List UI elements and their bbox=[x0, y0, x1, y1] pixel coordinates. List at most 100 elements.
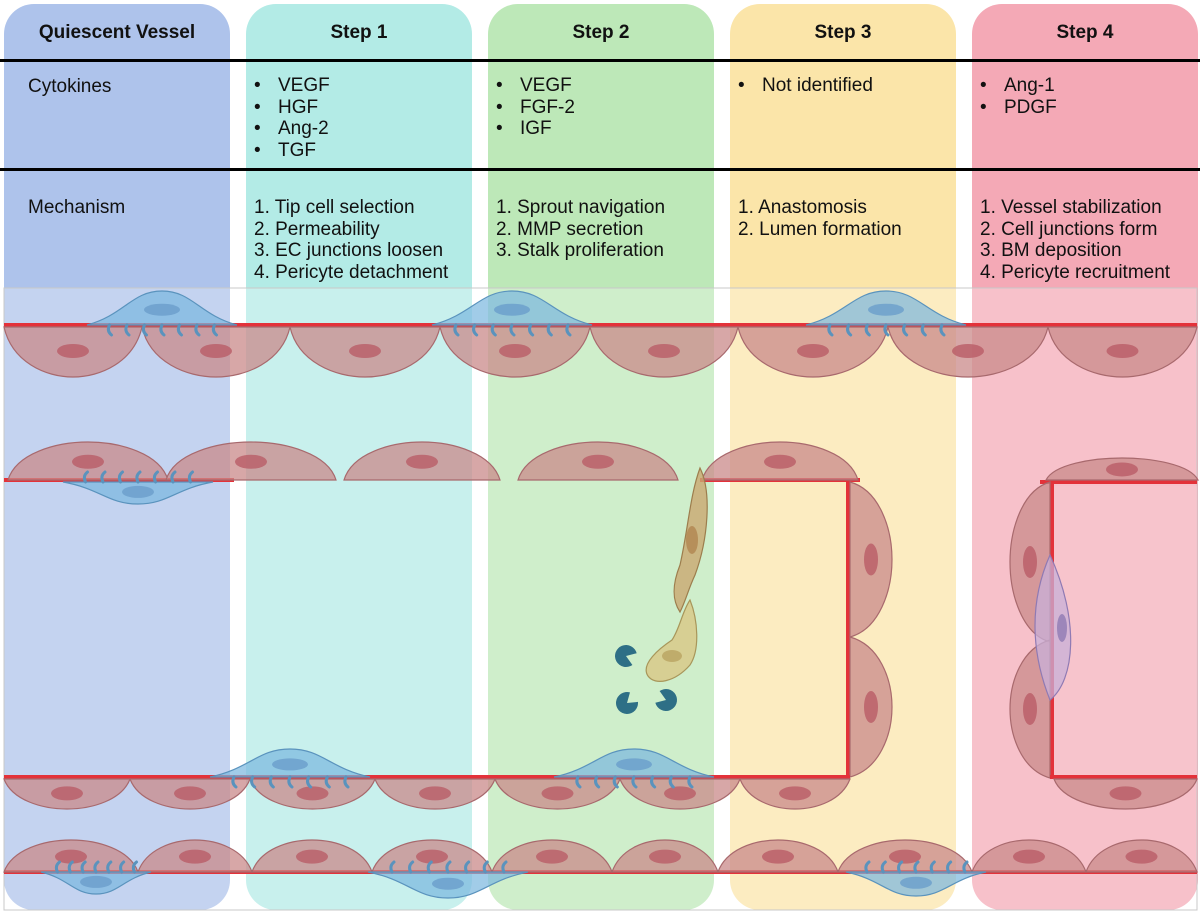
pericyte-process bbox=[897, 860, 904, 874]
header-quiescent-vessel: Quiescent Vessel bbox=[38, 22, 196, 43]
pericyte-process bbox=[453, 323, 460, 337]
pericyte-process bbox=[119, 860, 126, 874]
cytokine-item: VEGF bbox=[252, 75, 330, 97]
pericyte-process bbox=[211, 323, 218, 337]
mechanism-step-2: 1. Sprout navigation 2. MMP secretion 3.… bbox=[496, 197, 665, 262]
pericyte-process bbox=[687, 775, 694, 789]
pericyte-process bbox=[668, 775, 675, 789]
pericyte-process bbox=[631, 775, 638, 789]
cell-nucleus bbox=[864, 543, 878, 576]
pericyte-nucleus bbox=[144, 303, 180, 316]
pericyte-process bbox=[445, 860, 452, 874]
pericyte-process bbox=[946, 860, 953, 874]
pericyte-process bbox=[490, 323, 497, 337]
pericyte-process bbox=[159, 323, 166, 337]
mechanism-item: 2. Permeability bbox=[254, 218, 380, 240]
pericyte-process bbox=[594, 775, 601, 789]
cell-nucleus bbox=[662, 650, 682, 662]
cytokine-item: FGF-2 bbox=[494, 97, 575, 119]
pericyte-process bbox=[176, 323, 183, 337]
cell-nucleus bbox=[72, 454, 104, 469]
pericyte-process bbox=[962, 860, 969, 874]
pericyte-process bbox=[883, 323, 890, 337]
pericyte-process bbox=[343, 775, 350, 789]
pericyte-process bbox=[141, 323, 148, 337]
pericyte-process bbox=[100, 470, 107, 484]
mmp bbox=[655, 689, 677, 711]
pericyte-process bbox=[268, 775, 275, 789]
mechanism-item: 2. MMP secretion bbox=[496, 218, 644, 240]
pericyte-process bbox=[880, 860, 887, 874]
header-step-4: Step 4 bbox=[1056, 22, 1114, 43]
cell-nucleus bbox=[764, 454, 796, 469]
pericyte-process bbox=[82, 470, 89, 484]
cytokine-item: Not identified bbox=[736, 75, 873, 97]
pericyte-nucleus bbox=[494, 303, 530, 316]
mechanism-item: 3. BM deposition bbox=[980, 240, 1122, 261]
cytokines-divider bbox=[0, 168, 1200, 171]
pericyte-process bbox=[650, 775, 657, 789]
cell-nucleus bbox=[406, 454, 438, 469]
pericyte-process bbox=[501, 860, 508, 874]
pericyte-nucleus bbox=[80, 875, 112, 888]
pericyte-nucleus bbox=[122, 485, 154, 498]
cell-nucleus bbox=[416, 849, 448, 864]
cytokine-item: HGF bbox=[252, 97, 330, 119]
cell-nucleus bbox=[889, 849, 921, 864]
vessel-wall-bottom-upper bbox=[4, 775, 850, 779]
cell-nucleus bbox=[57, 344, 89, 358]
pericyte-process bbox=[864, 323, 871, 337]
pericyte-process bbox=[864, 860, 871, 874]
pericyte-nucleus bbox=[868, 303, 904, 316]
pericyte-process bbox=[250, 775, 257, 789]
pericyte-process bbox=[546, 323, 553, 337]
pericyte-process bbox=[124, 323, 131, 337]
mechanism-item: 1. Anastomosis bbox=[738, 197, 867, 218]
mmp bbox=[615, 645, 637, 667]
cell-nucleus bbox=[582, 454, 614, 469]
pericyte-process bbox=[170, 470, 177, 484]
row-label-cytokines: Cytokines bbox=[28, 76, 112, 97]
cytokines-step-1: VEGF HGF Ang-2 TGF bbox=[252, 75, 330, 161]
cytokine-item: PDGF bbox=[978, 97, 1057, 119]
vessel-wall-lower bbox=[1040, 480, 1197, 484]
cell-nucleus bbox=[51, 786, 83, 801]
cell-nucleus bbox=[686, 526, 698, 554]
cytokines-step-2: VEGF FGF-2 IGF bbox=[494, 75, 575, 140]
cell-nucleus bbox=[174, 786, 206, 801]
mechanism-step-4: 1. Vessel stabilization 2. Cell junction… bbox=[980, 197, 1170, 283]
pericyte-process bbox=[231, 775, 238, 789]
cell-nucleus bbox=[952, 344, 984, 358]
pericyte-process bbox=[846, 323, 853, 337]
cell-nucleus bbox=[664, 786, 696, 801]
mechanism-item: 1. Tip cell selection bbox=[254, 197, 415, 218]
sprout-wall bbox=[846, 482, 850, 778]
header-divider bbox=[0, 59, 1200, 62]
cell-nucleus bbox=[649, 849, 681, 864]
pericyte-process bbox=[67, 860, 74, 874]
pericyte-process bbox=[287, 775, 294, 789]
cell-nucleus bbox=[349, 344, 381, 358]
pericyte-process bbox=[528, 323, 535, 337]
cell-nucleus bbox=[762, 849, 794, 864]
pericyte-process bbox=[612, 775, 619, 789]
loop-lumen bbox=[1054, 486, 1197, 776]
cytokine-item: TGF bbox=[252, 140, 330, 162]
pericyte-process bbox=[306, 775, 313, 789]
vessel-wall-bottom-upper bbox=[1050, 775, 1197, 779]
cell-nucleus bbox=[1023, 546, 1037, 578]
pericyte-process bbox=[482, 860, 489, 874]
cell-nucleus bbox=[648, 344, 680, 358]
pericyte-process bbox=[135, 470, 142, 484]
mechanism-item: 1. Sprout navigation bbox=[496, 197, 666, 218]
header-step-2: Step 2 bbox=[572, 22, 630, 43]
pericyte-process bbox=[426, 860, 433, 874]
pericyte-process bbox=[106, 860, 113, 874]
cell-nucleus bbox=[1013, 849, 1045, 864]
pericyte-process bbox=[575, 775, 582, 789]
mechanism-step-1: 1. Tip cell selection 2. Permeability 3.… bbox=[254, 197, 448, 283]
cell-nucleus bbox=[541, 786, 574, 801]
cytokines-step-3: Not identified bbox=[736, 75, 873, 97]
mmp bbox=[616, 692, 638, 714]
pericyte bbox=[1034, 553, 1072, 701]
